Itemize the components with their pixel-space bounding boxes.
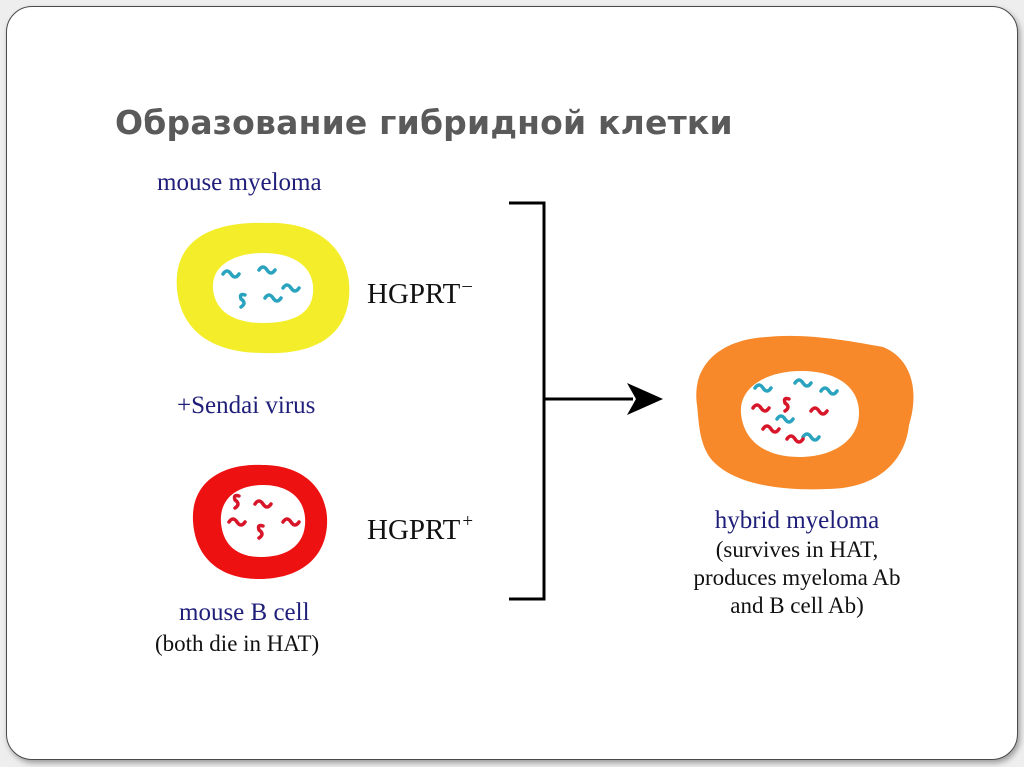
myeloma-marker-sign: – (462, 275, 472, 296)
bcell-chromatin (227, 493, 301, 540)
hybrid-chromatin-bcell (751, 396, 829, 444)
bcell-marker-sign: + (462, 511, 474, 532)
hybrid-label: hybrid myeloma (714, 507, 880, 534)
myeloma-marker-text: HGPRT (367, 278, 461, 310)
bcell-note: (both die in HAT) (155, 631, 320, 656)
hybrid-cell (696, 335, 914, 490)
myeloma-nucleus (212, 253, 314, 323)
myeloma-label: mouse myeloma (157, 169, 322, 196)
cell-fusion-diagram (176, 201, 914, 601)
bcell (192, 464, 328, 579)
myeloma-chromatin (221, 265, 301, 309)
slide-title: Образование гибридной клетки (115, 103, 733, 142)
bcell-nucleus (220, 485, 306, 557)
hybrid-note-line-2: produces myeloma Ab (693, 565, 901, 590)
myeloma-cell (176, 222, 350, 354)
hybrid-chromatin-myeloma (753, 378, 839, 442)
bcell-marker: HGPRT+ (367, 511, 473, 547)
myeloma-marker: HGPRT– (367, 275, 472, 311)
hybrid-note-line-1: (survives in HAT, (715, 537, 879, 562)
slide: Образование гибридной клетки (6, 6, 1018, 760)
fusion-agent-label: +Sendai virus (177, 392, 316, 419)
fusion-bracket (509, 201, 633, 601)
bcell-marker-text: HGPRT (367, 514, 461, 546)
bcell-label: mouse B cell (179, 599, 310, 626)
hybrid-text-block: hybrid myeloma (survives in HAT, produce… (647, 507, 947, 619)
hybrid-note-line-3: and B cell Ab) (730, 593, 864, 618)
arrow-head-icon (627, 383, 663, 415)
